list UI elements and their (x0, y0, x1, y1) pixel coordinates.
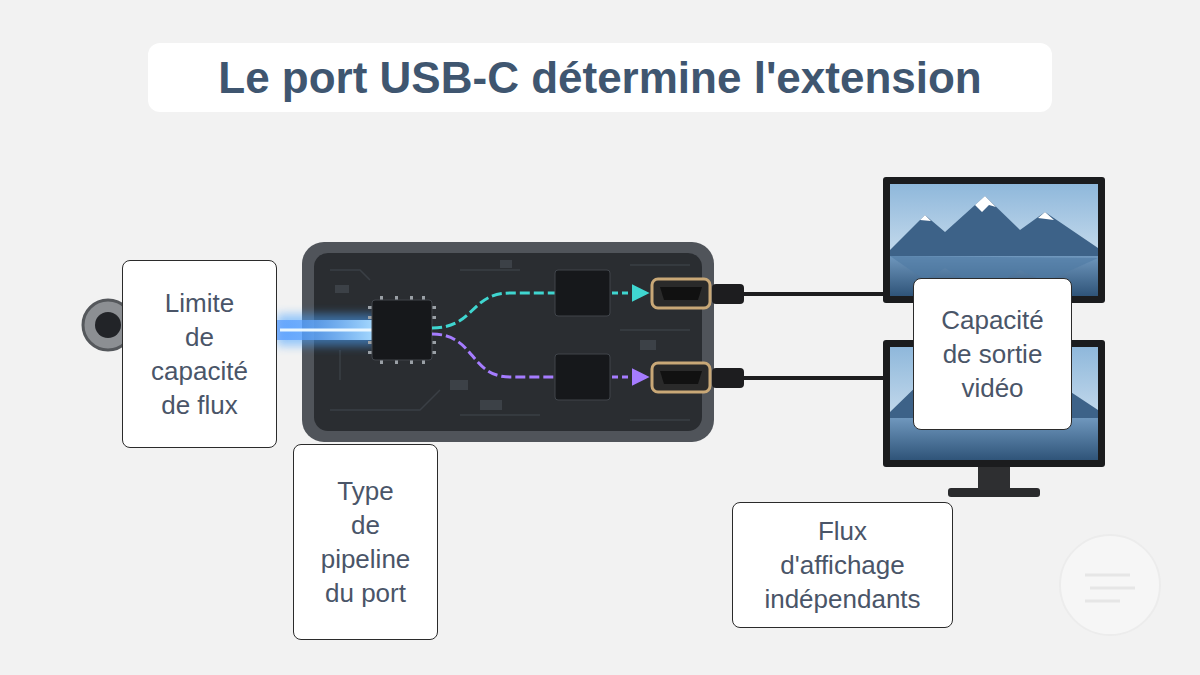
beam-core (277, 320, 377, 340)
trace (620, 329, 690, 331)
output-chip (555, 354, 610, 400)
hdmi-port (652, 363, 710, 392)
watermark-logo (1060, 535, 1160, 635)
hdmi-plug (712, 368, 744, 388)
chip-pins (368, 296, 436, 364)
port-opening (660, 371, 702, 384)
trace (339, 350, 341, 380)
component (640, 340, 656, 350)
trace (460, 269, 520, 271)
callout-text: Type de pipeline du port (321, 474, 411, 610)
pcb-components (335, 260, 656, 410)
hub-pcb (314, 253, 702, 431)
port-opening (660, 287, 702, 300)
teal-branch (432, 293, 555, 328)
pcb-traces (330, 265, 690, 420)
callout-text: Limite de capacité de flux (151, 286, 248, 422)
watermark-circle (1060, 535, 1160, 635)
purple-branch (432, 334, 555, 377)
watermark-lines (1085, 575, 1135, 601)
main-chip (368, 296, 436, 364)
callout-box: Flux d'affichage indépendants (732, 502, 953, 628)
title-text: Le port USB-C détermine l'extension (218, 53, 981, 103)
port-frame (652, 279, 710, 308)
callout-box: Capacité de sortie vidéo (913, 278, 1072, 430)
trace (330, 270, 370, 280)
callout-box: Type de pipeline du port (293, 444, 438, 640)
component (450, 380, 468, 390)
trace (630, 264, 690, 266)
hdmi-port (652, 279, 710, 308)
hdmi-cable (744, 376, 886, 380)
component (480, 400, 502, 410)
teal-arrow (612, 292, 646, 295)
port-frame (652, 363, 710, 392)
hdmi-cable (744, 292, 886, 296)
title-box: Le port USB-C détermine l'extension (148, 43, 1052, 112)
trace (330, 390, 440, 410)
plug-opening (95, 312, 121, 338)
output-chip (555, 270, 610, 316)
trace (460, 414, 540, 416)
input-beam (277, 314, 377, 346)
monitor-neck (978, 466, 1010, 490)
callout-text: Capacité de sortie vidéo (941, 303, 1044, 405)
callout-text: Flux d'affichage indépendants (764, 514, 920, 616)
trace (630, 419, 690, 421)
purple-arrow (612, 376, 646, 379)
callout-box: Limite de capacité de flux (122, 260, 277, 448)
beam-line (280, 329, 375, 332)
hdmi-plug (712, 284, 744, 304)
component (500, 260, 512, 268)
chip-body (372, 300, 432, 360)
component (335, 285, 349, 293)
beam-glow (277, 314, 377, 346)
